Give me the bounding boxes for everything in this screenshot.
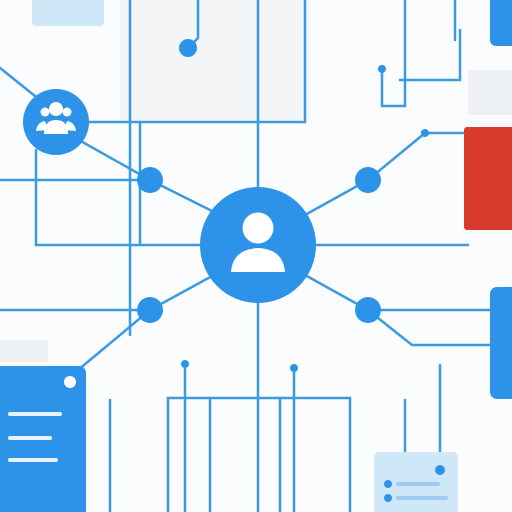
faint-panel-right (468, 70, 512, 115)
faint-panel-left (0, 340, 48, 362)
junction-node-lower-right[interactable] (355, 297, 381, 323)
user-icon (231, 212, 285, 272)
list-card-bottom-right[interactable] (374, 452, 458, 512)
card-top-right[interactable] (490, 0, 512, 46)
endpoint-dot-ur-bracket (378, 65, 386, 73)
satellite-user-node[interactable] (23, 89, 89, 155)
link-lr-to-panel (366, 308, 492, 347)
list-card-bottom-left[interactable] (0, 366, 86, 512)
central-node-circle (200, 187, 316, 303)
endpoint-dots (179, 39, 429, 372)
junction-nodes (137, 167, 381, 323)
link-avatar-to-top (86, 0, 307, 124)
list-card-light-dot-1 (435, 465, 445, 475)
junction-node-upper-left[interactable] (137, 167, 163, 193)
list-card-light-dot-3 (384, 494, 392, 502)
list-card-line-3 (8, 458, 58, 462)
endpoint-dot-bottom-left (181, 360, 189, 368)
junction-node-upper-right[interactable] (355, 167, 381, 193)
link-ur-bracket (380, 0, 407, 108)
central-user-node[interactable] (200, 187, 316, 303)
link-ul-to-avatar (68, 133, 152, 182)
endpoint-dot-ur-junction (421, 129, 429, 137)
card-right[interactable] (490, 287, 512, 399)
alert-card[interactable] (464, 127, 512, 230)
link-bottom-box (166, 396, 352, 512)
list-card-light-line-2 (396, 496, 448, 500)
link-avatar-diagonal (0, 66, 42, 102)
card-top-left[interactable] (32, 0, 104, 26)
user-group-icon (36, 102, 76, 134)
background-panels (0, 0, 512, 362)
junction-node-lower-left[interactable] (137, 297, 163, 323)
link-right-top-bracket (398, 28, 462, 82)
list-card-light-line-1 (396, 482, 440, 486)
list-card-dot (64, 376, 76, 388)
endpoint-dot-bottom-right (290, 364, 298, 372)
list-card-light-dot-2 (384, 480, 392, 488)
list-card-line-1 (8, 412, 62, 416)
endpoint-dot-top (179, 39, 197, 57)
list-card-line-2 (8, 436, 52, 440)
faint-panel-top-left-mid (120, 0, 310, 120)
link-ll-to-panel (70, 308, 152, 377)
